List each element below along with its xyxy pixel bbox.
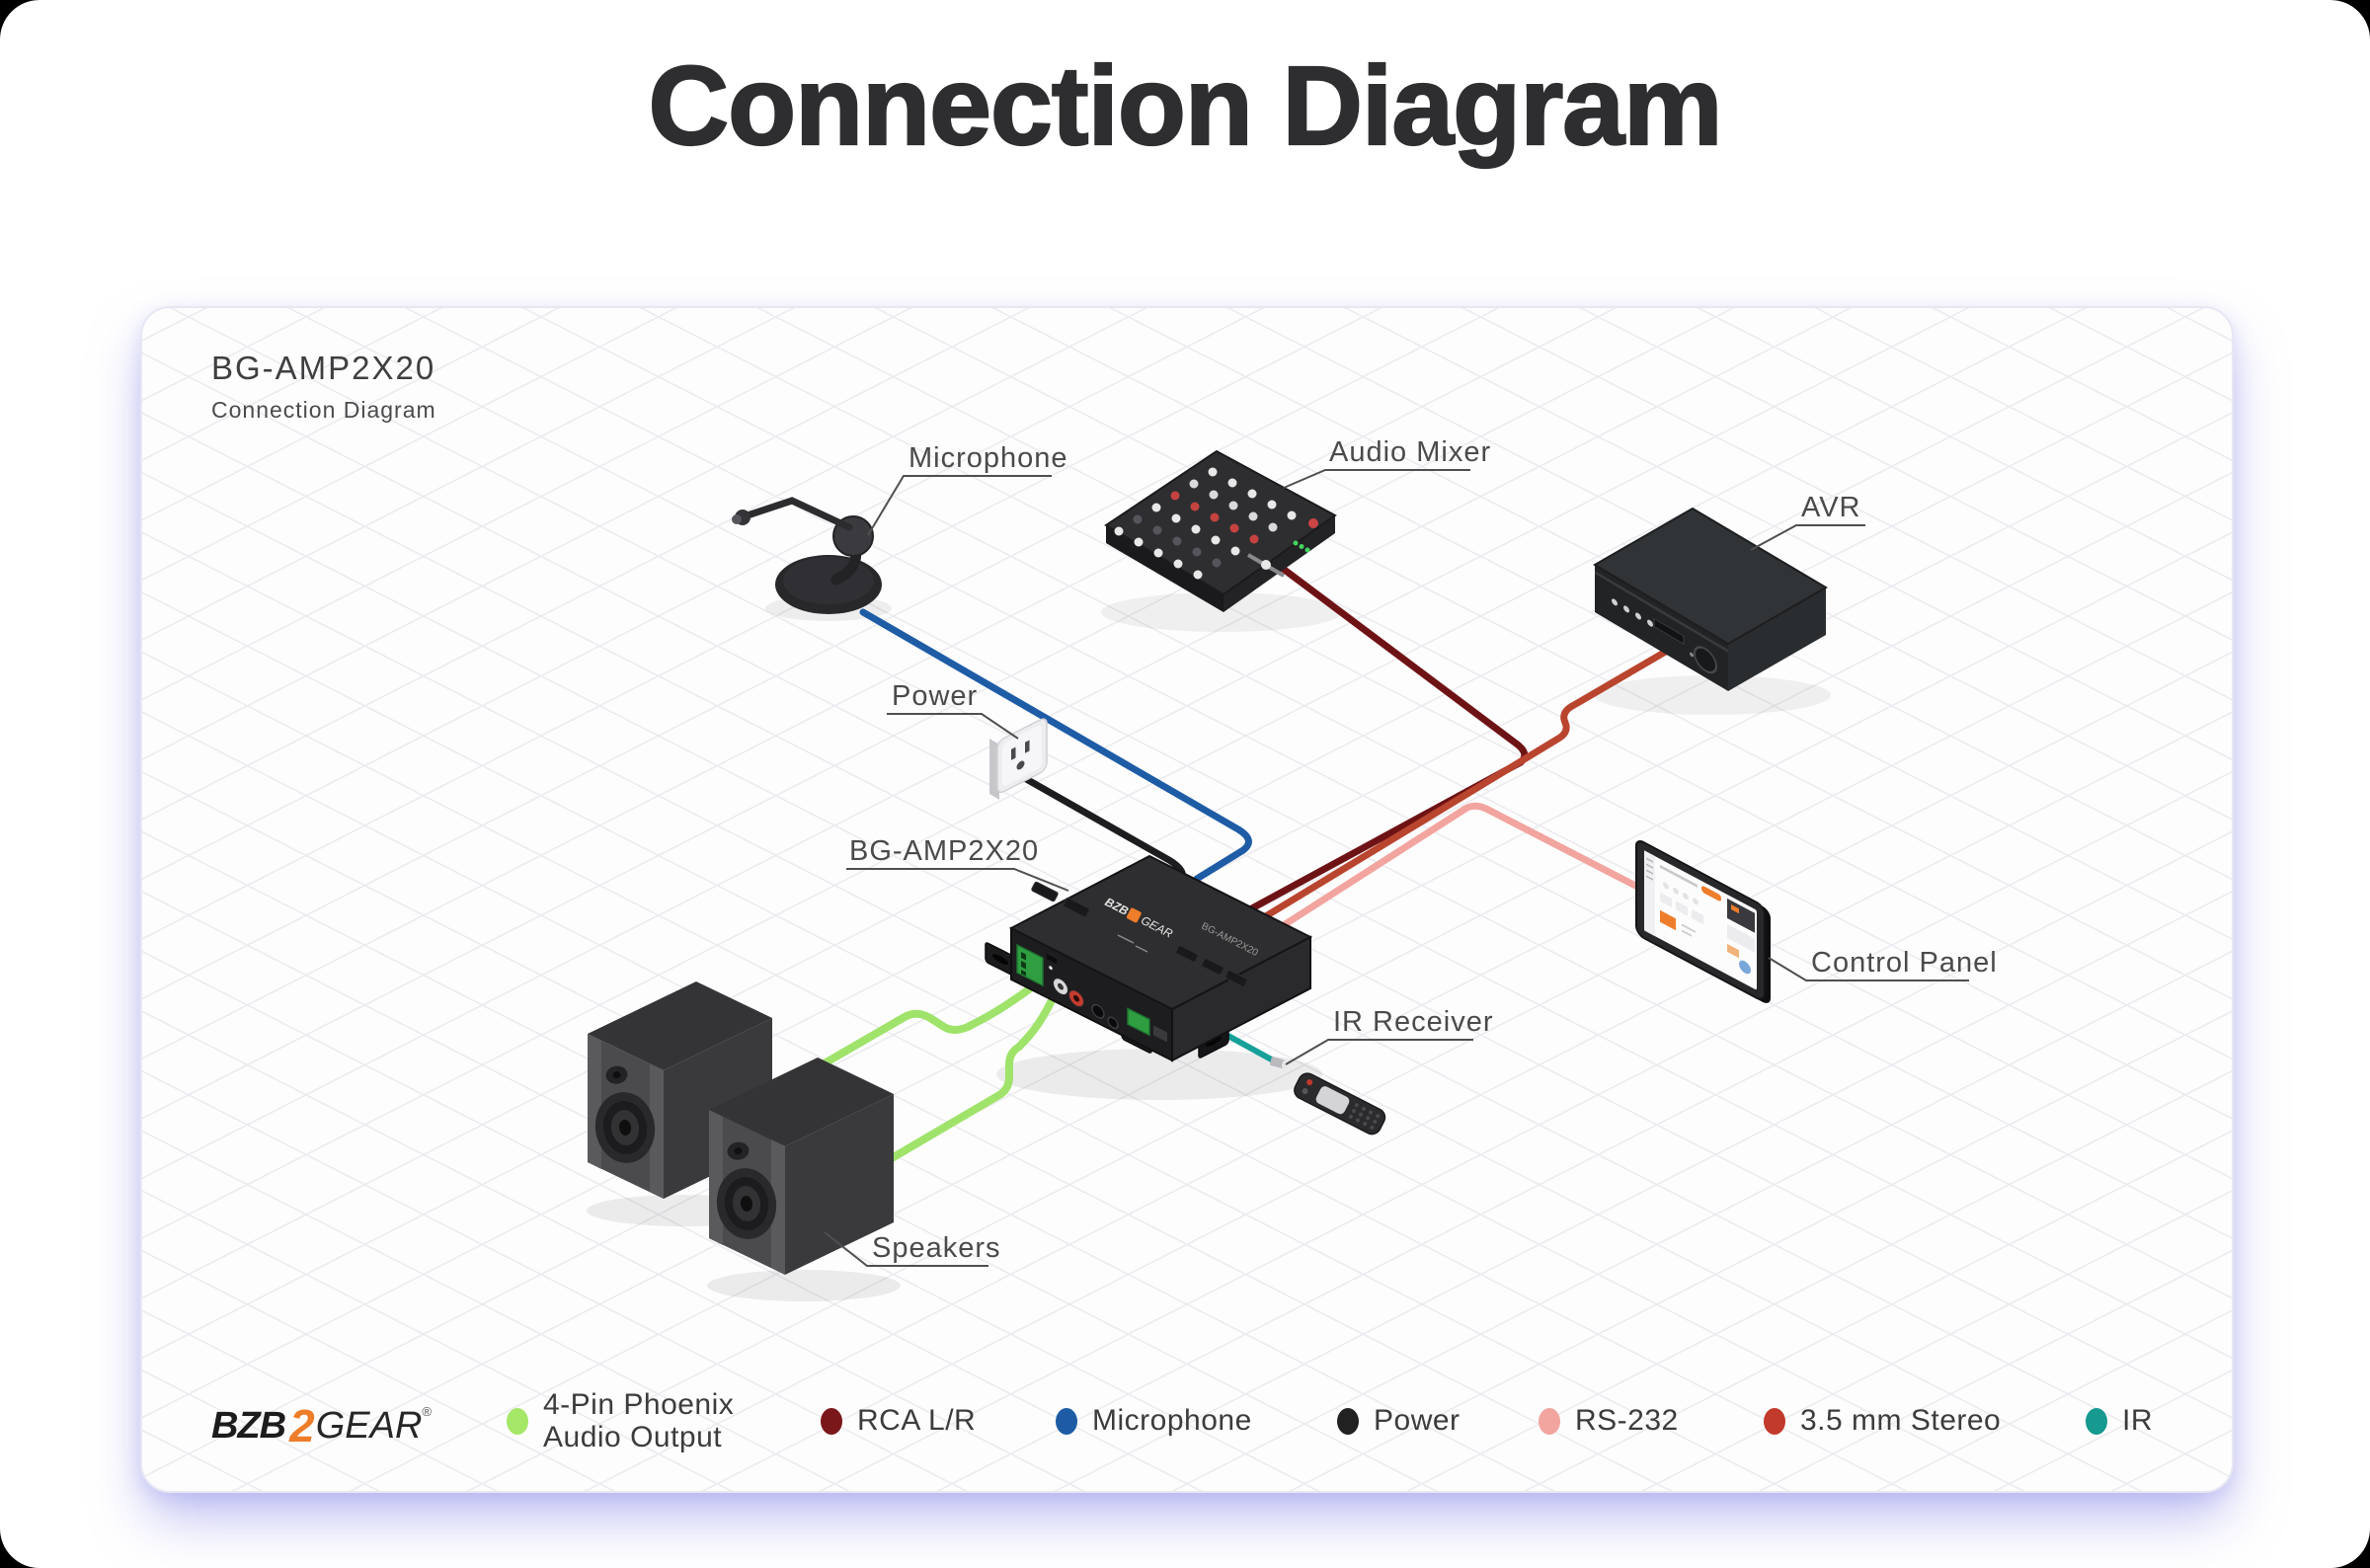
avr-illustration bbox=[1593, 507, 1828, 691]
legend-label-phoenix-line2: Audio Output bbox=[543, 1421, 723, 1453]
legend-dot-stereo bbox=[1764, 1407, 1785, 1435]
cable-35mm-stereo bbox=[1232, 646, 1673, 938]
label-power: Power bbox=[892, 680, 978, 712]
microphone-illustration bbox=[732, 497, 882, 614]
cable-speaker-2 bbox=[859, 990, 1059, 1179]
legend-label-rs232: RS-232 bbox=[1575, 1404, 1679, 1437]
logo-bzb-text: BZB bbox=[211, 1404, 286, 1447]
legend-label-power: Power bbox=[1374, 1404, 1461, 1437]
remote-control-illustration bbox=[1294, 1072, 1386, 1136]
connection-diagram-canvas: BZB GEAR BG-AMP2X20 bbox=[587, 436, 1998, 1301]
page-title: Connection Diagram bbox=[647, 42, 1723, 169]
legend-label-phoenix-line1: 4-Pin Phoenix bbox=[543, 1388, 735, 1421]
label-speakers: Speakers bbox=[872, 1232, 1001, 1264]
label-avr: AVR bbox=[1801, 492, 1860, 523]
legend-item-rs232: RS-232 bbox=[1539, 1394, 1679, 1448]
label-control-panel: Control Panel bbox=[1811, 947, 1998, 979]
legend-item-power: Power bbox=[1337, 1394, 1461, 1448]
power-outlet-illustration bbox=[989, 718, 1048, 800]
card-model-heading: BG-AMP2X20 bbox=[211, 350, 436, 386]
card-subtitle: Connection Diagram bbox=[211, 397, 436, 423]
label-ir-receiver: IR Receiver bbox=[1333, 1006, 1494, 1038]
amplifier-illustration: BZB GEAR BG-AMP2X20 bbox=[985, 854, 1313, 1062]
speaker-front-illustration bbox=[709, 1058, 894, 1275]
legend-dot-power bbox=[1337, 1407, 1359, 1435]
legend-item-stereo: 3.5 mm Stereo bbox=[1764, 1394, 2001, 1448]
legend-label-ir: IR bbox=[2122, 1404, 2153, 1437]
legend-label-rca: RCA L/R bbox=[857, 1404, 977, 1437]
legend-dot-rs232 bbox=[1539, 1407, 1560, 1435]
callout-labels: Microphone Audio Mixer AVR Power BG-AMP2… bbox=[824, 436, 1998, 1267]
logo-gear-text: GEAR bbox=[315, 1404, 423, 1447]
control-panel-illustration bbox=[1635, 840, 1771, 1003]
cable-rs232 bbox=[1244, 802, 1645, 952]
cable-microphone bbox=[859, 608, 1252, 883]
bzbgear-logo: BZB 2 GEAR ® bbox=[211, 1400, 432, 1451]
legend-dot-phoenix bbox=[507, 1407, 528, 1435]
audio-mixer-illustration bbox=[1104, 449, 1337, 612]
label-audio-mixer: Audio Mixer bbox=[1329, 436, 1491, 468]
legend-dot-ir bbox=[2086, 1407, 2107, 1435]
label-amplifier: BG-AMP2X20 bbox=[849, 835, 1039, 867]
legend-dot-microphone bbox=[1056, 1407, 1077, 1435]
logo-2-glyph: 2 bbox=[289, 1400, 315, 1451]
cable-speaker-1 bbox=[788, 985, 1033, 1086]
legend-item-rca: RCA L/R bbox=[821, 1394, 976, 1448]
label-microphone: Microphone bbox=[908, 442, 1068, 474]
legend-item-ir: IR bbox=[2086, 1394, 2153, 1448]
legend-item-microphone: Microphone bbox=[1056, 1394, 1252, 1448]
legend-dot-rca bbox=[821, 1407, 842, 1435]
legend-label-microphone: Microphone bbox=[1092, 1404, 1252, 1437]
logo-registered-mark: ® bbox=[422, 1404, 432, 1419]
ir-receiver-illustration bbox=[1270, 1057, 1386, 1136]
legend-item-phoenix: 4-Pin Phoenix Audio Output bbox=[507, 1388, 734, 1453]
legend-label-stereo: 3.5 mm Stereo bbox=[1800, 1404, 2002, 1437]
diagram-card: BG-AMP2X20 Connection Diagram bbox=[140, 306, 2234, 1493]
